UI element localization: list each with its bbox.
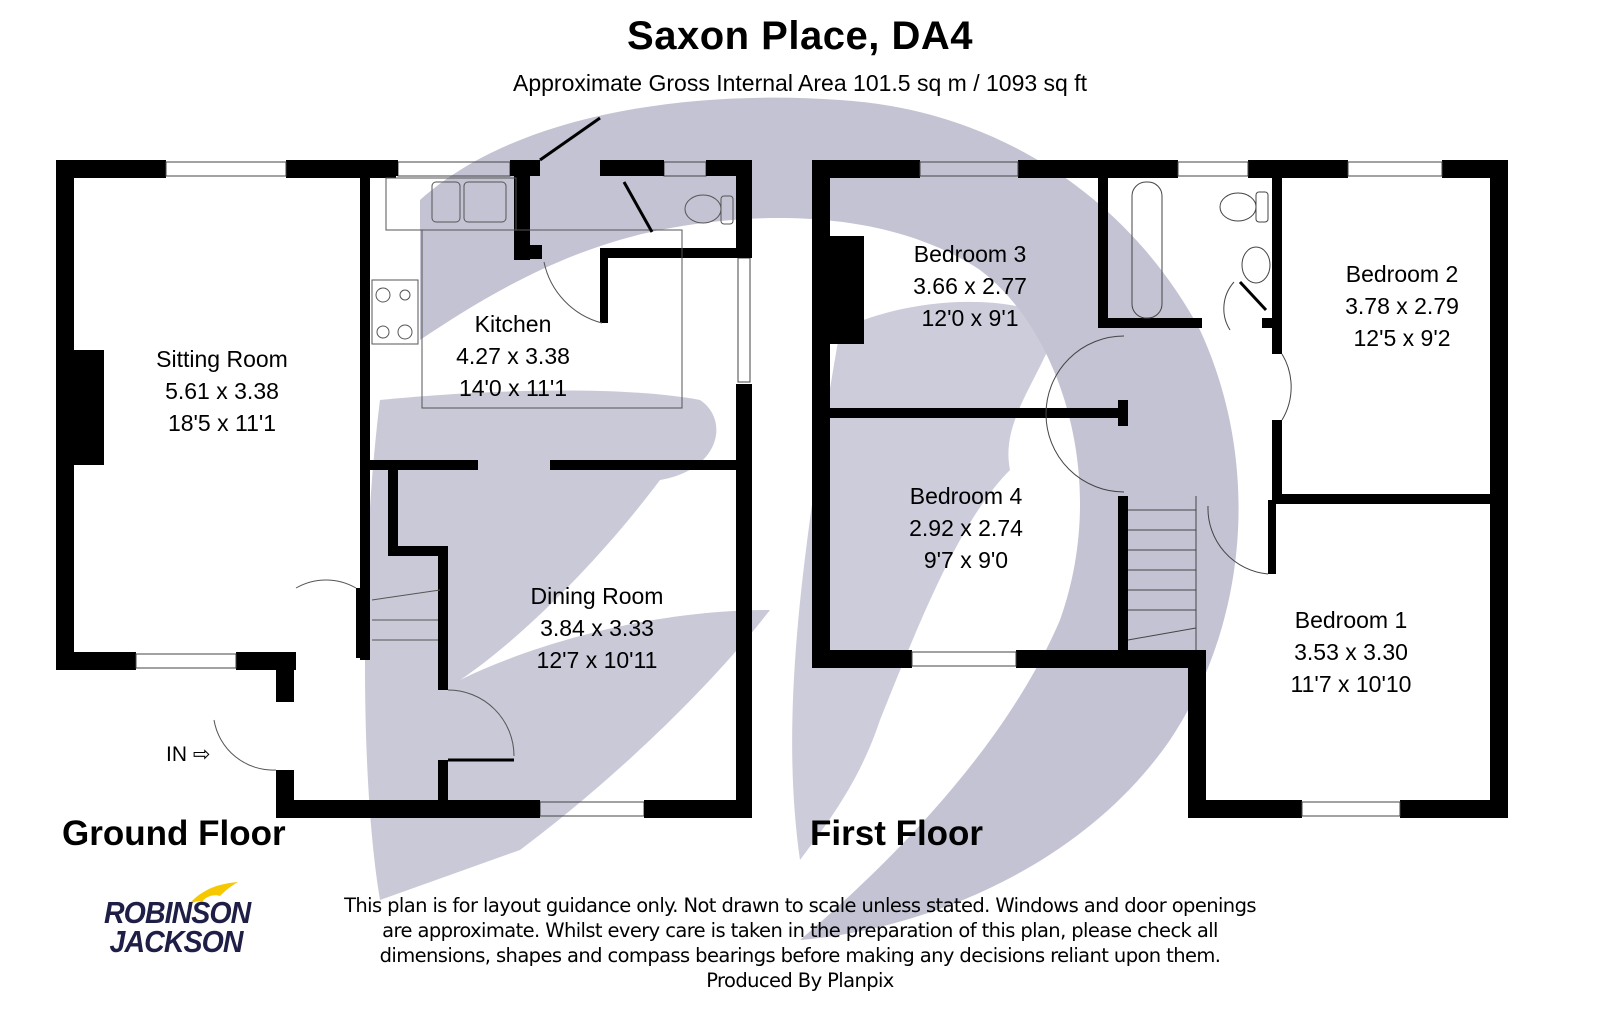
room-imperial: 12'5 x 9'2 bbox=[1353, 325, 1451, 351]
room-name: Bedroom 2 bbox=[1345, 261, 1459, 287]
disclaimer: This plan is for layout guidance only. N… bbox=[300, 893, 1300, 993]
room-imperial: 12'7 x 10'11 bbox=[536, 647, 658, 673]
room-bedroom-1: Bedroom 1 3.53 x 3.30 11'7 x 10'10 bbox=[1291, 604, 1412, 700]
room-imperial: 12'0 x 9'1 bbox=[921, 305, 1019, 331]
room-name: Sitting Room bbox=[156, 346, 288, 372]
ground-floor-plan bbox=[56, 116, 752, 818]
room-metric: 2.92 x 2.74 bbox=[909, 515, 1023, 541]
ground-floor-label: Ground Floor bbox=[62, 814, 286, 853]
room-metric: 3.78 x 2.79 bbox=[1345, 293, 1459, 319]
room-bedroom-4: Bedroom 4 2.92 x 2.74 9'7 x 9'0 bbox=[909, 480, 1023, 576]
entrance-arrow-icon: ⇨ bbox=[187, 743, 211, 766]
room-metric: 3.84 x 3.33 bbox=[540, 615, 654, 641]
area-subtitle: Approximate Gross Internal Area 101.5 sq… bbox=[512, 70, 1088, 96]
logo-line-1: ROBINSON bbox=[104, 895, 251, 930]
room-bedroom-2: Bedroom 2 3.78 x 2.79 12'5 x 9'2 bbox=[1345, 258, 1459, 354]
watermark-logo bbox=[365, 97, 1239, 940]
disclaimer-line: are approximate. Whilst every care is ta… bbox=[382, 919, 1218, 942]
entrance-label: IN ⇨ bbox=[166, 742, 210, 767]
room-sitting-room: Sitting Room 5.61 x 3.38 18'5 x 11'1 bbox=[156, 343, 288, 439]
swallow-bird-icon bbox=[186, 882, 238, 908]
room-metric: 4.27 x 3.38 bbox=[456, 343, 570, 369]
disclaimer-line: dimensions, shapes and compass bearings … bbox=[379, 944, 1221, 967]
room-imperial: 14'0 x 11'1 bbox=[458, 375, 568, 401]
entrance-text: IN bbox=[166, 743, 187, 766]
room-dining-room: Dining Room 3.84 x 3.33 12'7 x 10'11 bbox=[531, 580, 664, 676]
room-kitchen: Kitchen 4.27 x 3.38 14'0 x 11'1 bbox=[456, 308, 570, 404]
agency-logo: ROBINSON JACKSON bbox=[104, 882, 254, 959]
room-imperial: 18'5 x 11'1 bbox=[167, 410, 277, 436]
first-floor-label: First Floor bbox=[810, 814, 984, 853]
room-name: Kitchen bbox=[474, 311, 552, 337]
room-metric: 3.66 x 2.77 bbox=[913, 273, 1027, 299]
page-title: Saxon Place, DA4 bbox=[627, 14, 973, 58]
room-imperial: 11'7 x 10'10 bbox=[1290, 671, 1412, 697]
room-name: Bedroom 4 bbox=[909, 483, 1023, 509]
room-imperial: 9'7 x 9'0 bbox=[923, 547, 1009, 573]
room-name: Bedroom 3 bbox=[913, 241, 1027, 267]
produced-by: Produced By Planpix bbox=[706, 969, 894, 992]
room-metric: 5.61 x 3.38 bbox=[165, 378, 279, 404]
room-name: Dining Room bbox=[530, 583, 664, 609]
room-name: Bedroom 1 bbox=[1294, 607, 1408, 633]
disclaimer-line: This plan is for layout guidance only. N… bbox=[344, 894, 1256, 917]
room-metric: 3.53 x 3.30 bbox=[1294, 639, 1408, 665]
first-floor-plan bbox=[812, 160, 1508, 818]
logo-line-2: JACKSON bbox=[109, 924, 244, 959]
room-bedroom-3: Bedroom 3 3.66 x 2.77 12'0 x 9'1 bbox=[913, 238, 1027, 334]
